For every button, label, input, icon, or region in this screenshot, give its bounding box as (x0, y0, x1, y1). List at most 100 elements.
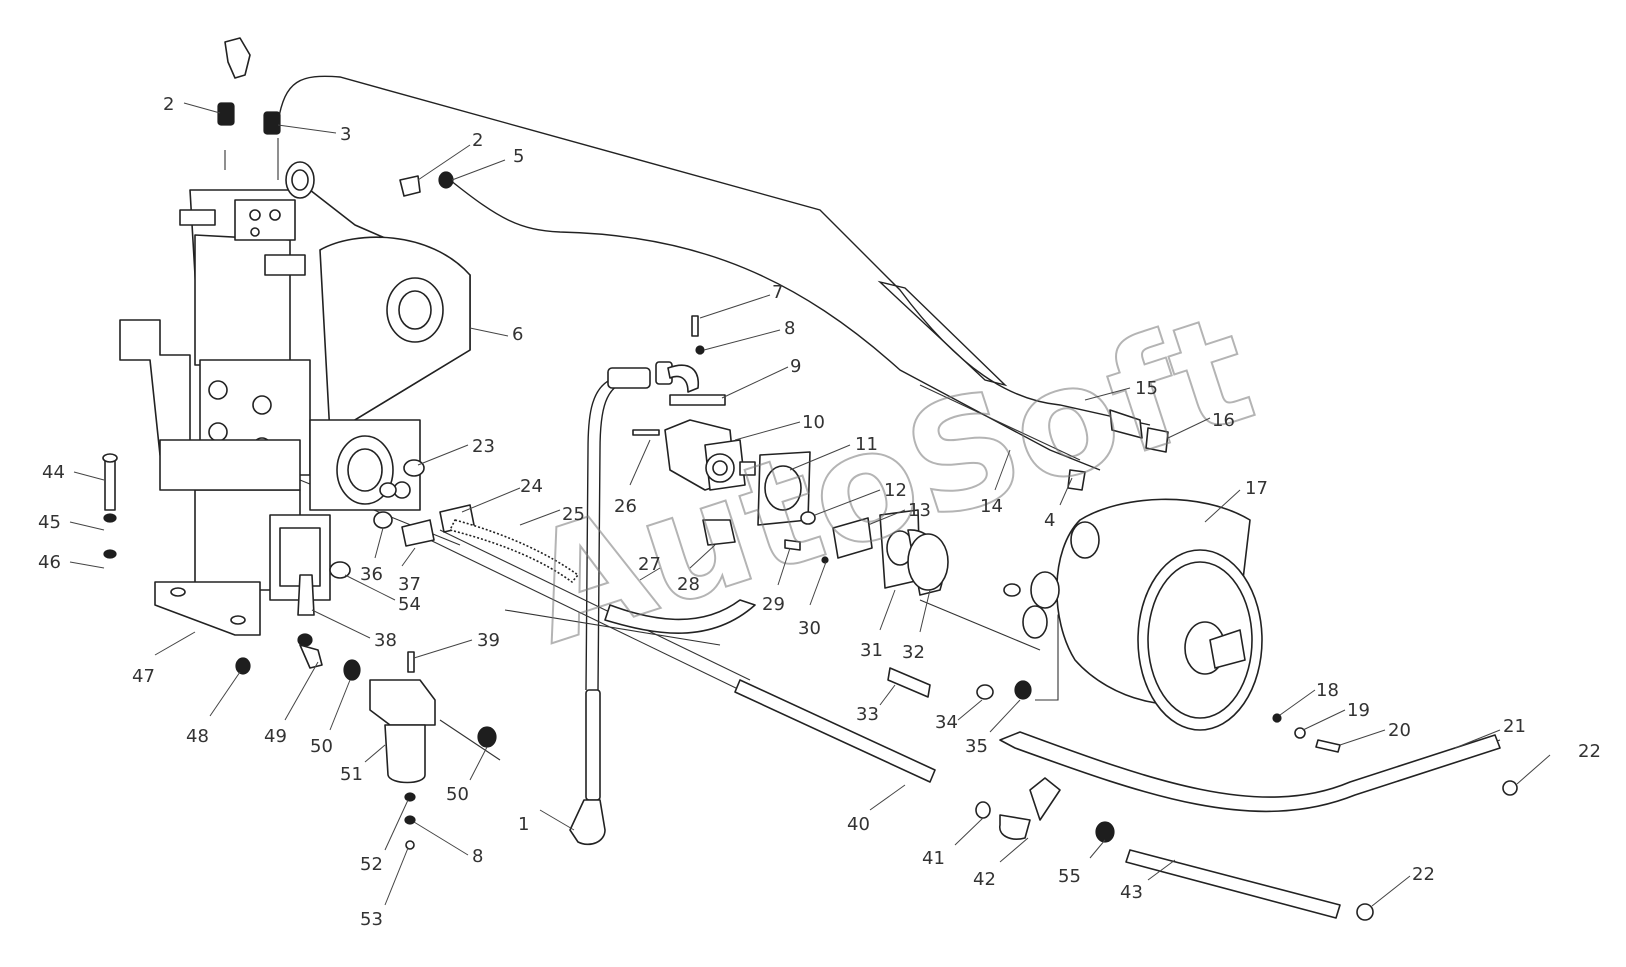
svg-text:8: 8 (784, 318, 795, 339)
callout-34: 34 (935, 699, 983, 733)
callout-5: 5 (451, 146, 524, 181)
callout-43: 43 (1120, 859, 1176, 903)
callout-22b: 22 (1371, 864, 1435, 907)
svg-text:22: 22 (1412, 864, 1435, 885)
svg-text:50: 50 (310, 736, 333, 757)
callout-30: 30 (798, 561, 827, 639)
svg-text:43: 43 (1120, 882, 1143, 903)
callout-51: 51 (340, 744, 386, 785)
callout-11: 11 (789, 434, 878, 471)
callout-15: 15 (1084, 378, 1158, 401)
callout-35: 35 (965, 699, 1021, 757)
callout-44: 44 (42, 462, 105, 483)
callout-39: 39 (413, 630, 500, 659)
svg-text:13: 13 (908, 500, 931, 521)
callout-2a: 2 (163, 94, 221, 115)
callout-9: 9 (721, 356, 801, 399)
svg-text:11: 11 (855, 434, 878, 455)
svg-text:14: 14 (980, 496, 1003, 517)
callout-55: 55 (1058, 839, 1106, 887)
svg-text:9: 9 (790, 356, 801, 377)
svg-text:4: 4 (1044, 510, 1055, 531)
callout-29: 29 (762, 547, 791, 615)
svg-text:48: 48 (186, 726, 209, 747)
callout-6: 6 (469, 324, 523, 345)
svg-text:52: 52 (360, 854, 383, 875)
svg-text:19: 19 (1347, 700, 1370, 721)
svg-text:38: 38 (374, 630, 397, 651)
callout-19: 19 (1302, 700, 1370, 731)
svg-text:25: 25 (562, 504, 585, 525)
svg-text:55: 55 (1058, 866, 1081, 887)
callout-41: 41 (922, 817, 984, 869)
svg-text:44: 44 (42, 462, 65, 483)
pump-group (449, 315, 949, 596)
svg-text:20: 20 (1388, 720, 1411, 741)
svg-text:12: 12 (884, 480, 907, 501)
callout-4: 4 (1044, 477, 1073, 531)
callout-21: 21 (1454, 716, 1526, 749)
svg-text:28: 28 (677, 574, 700, 595)
callout-7: 7 (699, 282, 783, 319)
callout-42: 42 (973, 837, 1029, 890)
callout-33: 33 (856, 684, 896, 725)
svg-text:5: 5 (513, 146, 524, 167)
svg-text:50: 50 (446, 784, 469, 805)
svg-text:49: 49 (264, 726, 287, 747)
callout-14: 14 (980, 449, 1011, 517)
callout-53: 53 (360, 847, 409, 930)
retarder-and-fittings (887, 409, 1518, 921)
callout-37: 37 (398, 547, 421, 595)
callout-17: 17 (1204, 478, 1268, 523)
svg-text:46: 46 (38, 552, 61, 573)
svg-text:3: 3 (340, 124, 351, 145)
callout-22a: 22 (1516, 741, 1601, 785)
svg-text:21: 21 (1503, 716, 1526, 737)
svg-text:17: 17 (1245, 478, 1268, 499)
callout-54: 54 (344, 574, 421, 615)
callout-27: 27 (638, 554, 661, 581)
callout-38: 38 (311, 609, 397, 651)
callout-8a: 8 (703, 318, 795, 351)
callout-23: 23 (417, 436, 495, 466)
callout-25: 25 (519, 504, 585, 526)
svg-text:29: 29 (762, 594, 785, 615)
svg-text:31: 31 (860, 640, 883, 661)
callout-26: 26 (614, 439, 651, 517)
callout-36: 36 (360, 527, 384, 585)
callout-45: 45 (38, 512, 105, 533)
svg-text:2: 2 (472, 130, 483, 151)
svg-text:34: 34 (935, 712, 958, 733)
callout-28: 28 (677, 544, 716, 595)
svg-text:23: 23 (472, 436, 495, 457)
callout-13: 13 (867, 500, 931, 526)
callout-24: 24 (461, 476, 543, 513)
svg-text:51: 51 (340, 764, 363, 785)
svg-text:40: 40 (847, 814, 870, 835)
svg-text:45: 45 (38, 512, 61, 533)
callout-20: 20 (1339, 720, 1411, 746)
svg-text:26: 26 (614, 496, 637, 517)
svg-text:1: 1 (518, 814, 529, 835)
callout-18: 18 (1279, 680, 1339, 716)
callout-2b: 2 (417, 130, 483, 181)
left-fittings (102, 37, 497, 850)
callout-12: 12 (814, 480, 907, 516)
callout-31: 31 (860, 589, 896, 661)
callout-40: 40 (847, 784, 906, 835)
svg-text:37: 37 (398, 574, 421, 595)
callout-8b: 8 (413, 821, 483, 867)
svg-text:53: 53 (360, 909, 383, 930)
svg-text:32: 32 (902, 642, 925, 663)
callout-46: 46 (38, 552, 105, 573)
callout-10: 10 (734, 412, 825, 441)
svg-text:2: 2 (163, 94, 174, 115)
callout-1: 1 (518, 809, 575, 835)
callout-50a: 50 (310, 679, 351, 757)
svg-text:10: 10 (802, 412, 825, 433)
svg-text:7: 7 (772, 282, 783, 303)
svg-text:35: 35 (965, 736, 988, 757)
callout-48: 48 (186, 671, 241, 747)
